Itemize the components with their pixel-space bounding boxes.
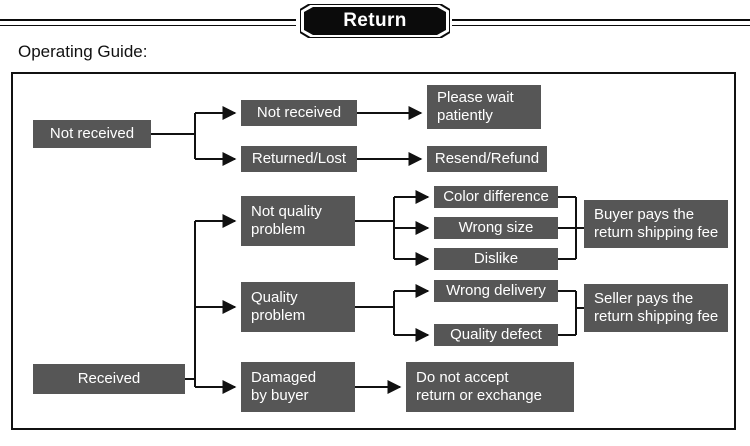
node-wrong-delivery[interactable]: Wrong delivery (434, 280, 558, 302)
page-header: Return (0, 0, 750, 46)
flowchart-connectors (151, 106, 584, 394)
node-wrong-size[interactable]: Wrong size (434, 217, 558, 239)
node-damaged-by-buyer[interactable]: Damaged by buyer (241, 362, 355, 412)
header-rule-right (452, 19, 750, 21)
banner-plaque-icon (300, 4, 450, 38)
node-quality-problem[interactable]: Quality problem (241, 282, 355, 332)
header-rule-left-thin (0, 25, 296, 26)
header-rule-left (0, 19, 296, 21)
node-seller-pays[interactable]: Seller pays the return shipping fee (584, 284, 728, 332)
node-not-quality-problem[interactable]: Not quality problem (241, 196, 355, 246)
node-quality-defect[interactable]: Quality defect (434, 324, 558, 346)
operating-guide-label: Operating Guide: (18, 42, 148, 61)
node-buyer-pays[interactable]: Buyer pays the return shipping fee (584, 200, 728, 248)
node-not-received-root[interactable]: Not received (33, 120, 151, 148)
flowchart-frame: Not received Not received Returned/Lost … (11, 72, 736, 430)
node-please-wait[interactable]: Please wait patiently (427, 85, 541, 129)
node-returned-lost[interactable]: Returned/Lost (241, 146, 357, 172)
node-do-not-accept[interactable]: Do not accept return or exchange (406, 362, 574, 412)
node-color-difference[interactable]: Color difference (434, 186, 558, 208)
node-received-root[interactable]: Received (33, 364, 185, 394)
node-dislike[interactable]: Dislike (434, 248, 558, 270)
header-rule-right-thin (452, 25, 750, 26)
node-not-received-state[interactable]: Not received (241, 100, 357, 126)
node-resend-refund[interactable]: Resend/Refund (427, 146, 547, 172)
